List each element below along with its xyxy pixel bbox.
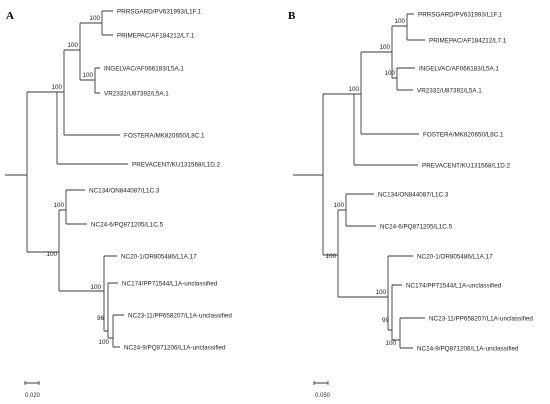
taxon-label: PREVACENT/KU131568/L1D.2 (132, 162, 221, 169)
taxon-label: NC23-11/PP658207/L1A-unclassified (128, 313, 232, 320)
panel-a-scale-bar: 0.020 (24, 381, 41, 399)
taxon-label: PRIMEPAC/AF184212/L7.1 (429, 38, 507, 45)
branch (293, 93, 354, 256)
taxon-label: PRIMEPAC/AF184212/L7.1 (117, 33, 195, 40)
bootstrap-value: 100 (394, 18, 405, 25)
taxon-label: FOSTERA/MK820650/L8C.1 (124, 133, 205, 140)
panel-b-branches (293, 13, 425, 349)
bootstrap-value: 100 (325, 253, 336, 260)
branch (58, 189, 87, 291)
branch (101, 10, 113, 36)
bootstrap-value: 100 (384, 70, 395, 77)
branch (56, 50, 128, 165)
branch (361, 25, 407, 79)
bootstrap-value: 100 (53, 202, 64, 209)
bootstrap-value: 100 (46, 251, 57, 258)
bootstrap-value: 100 (333, 202, 344, 209)
bootstrap-value: 99 (382, 317, 390, 324)
bootstrap-value: 100 (348, 86, 359, 93)
bootstrap-value: 100 (375, 289, 386, 296)
branch (94, 67, 100, 94)
bootstrap-value: 100 (89, 15, 100, 22)
taxon-label: PREVACENT/KU131568/L1D.2 (422, 163, 511, 170)
taxon-label: NC24-6/PQ871205/L1C.5 (380, 224, 453, 231)
taxon-label: INGELVAC/AF066183/L5A.1 (104, 66, 184, 73)
branch (406, 13, 425, 41)
branch (59, 255, 117, 332)
panel-b-bootstraps: 100 100 100 100 100 100 100 99 100 (325, 18, 405, 347)
taxon-label: NC24-6/PQ871205/L1C.5 (91, 222, 164, 229)
taxon-label: VR2332/U87392/L5A.1 (417, 88, 482, 95)
taxon-label: NC23-11/PP658207/L1A-unclassified (429, 316, 533, 323)
scale-bar-label: 0.050 (315, 393, 331, 399)
bootstrap-value: 100 (67, 42, 78, 49)
scale-bar-label: 0.020 (25, 393, 41, 399)
taxon-label: NC20-1/OR805486/L1A.17 (417, 254, 493, 261)
panel-b-taxa: PRRSGARD/PV631993/L1F.1 PRIMEPAC/AF18421… (378, 12, 533, 353)
branch (353, 52, 419, 166)
panel-a-taxa: PRRSGARD/PV631993/L1F.1 PRIMEPAC/AF18421… (89, 9, 232, 352)
bootstrap-value: 100 (82, 72, 93, 79)
branch (5, 91, 59, 253)
panel-a: A PRRSGARD/PV631993/L1F.1 PRIMEPAC/AF184… (5, 9, 232, 399)
bootstrap-value: 100 (385, 340, 396, 347)
bootstrap-value: 96 (97, 315, 105, 322)
branch (337, 193, 376, 297)
taxon-label: NC20-1/OR805486/L1A.17 (121, 254, 197, 261)
taxon-label: FOSTERA/MK820650/L8C.1 (423, 132, 504, 139)
branch (64, 22, 102, 81)
branch (107, 282, 124, 348)
scale-bar-line (313, 381, 329, 385)
scale-bar-line (24, 381, 40, 385)
bootstrap-value: 100 (379, 44, 390, 51)
taxon-label: VR2332/U87392/L5A.1 (104, 91, 169, 98)
taxon-label: NC174/PP71544/L1A-unclassified (406, 283, 502, 290)
taxon-label: NC24-9/PQ871206/L1A-unclassified (124, 345, 226, 352)
taxon-label: NC174/PP71544/L1A-unclassified (122, 281, 218, 288)
bootstrap-value: 100 (90, 284, 101, 291)
panel-b-scale-bar: 0.050 (313, 381, 331, 399)
panel-b-label: B (288, 10, 296, 22)
taxon-label: NC134/ON844087/L1C.3 (89, 188, 160, 195)
branch (391, 284, 425, 349)
panel-a-bootstraps: 100 100 100 100 100 100 100 96 100 (46, 15, 109, 346)
panel-a-label: A (6, 10, 14, 22)
branch (396, 67, 415, 91)
taxon-label: PRRSGARD/PV631993/L1F.1 (418, 12, 503, 19)
taxon-label: PRRSGARD/PV631993/L1F.1 (117, 9, 202, 16)
panel-a-branches (5, 10, 128, 348)
branch (338, 255, 413, 331)
bootstrap-value: 100 (51, 84, 62, 91)
taxon-label: INGELVAC/AF066183/L5A.1 (419, 66, 499, 73)
taxon-label: NC24-9/PQ871206/L1A-unclassified (417, 346, 519, 353)
taxon-label: NC134/ON844087/L1C.3 (378, 192, 449, 199)
bootstrap-value: 100 (98, 339, 109, 346)
panel-b: B PRRSGARD/PV631993/L1F.1 PRIMEPAC/AF184… (288, 10, 533, 399)
